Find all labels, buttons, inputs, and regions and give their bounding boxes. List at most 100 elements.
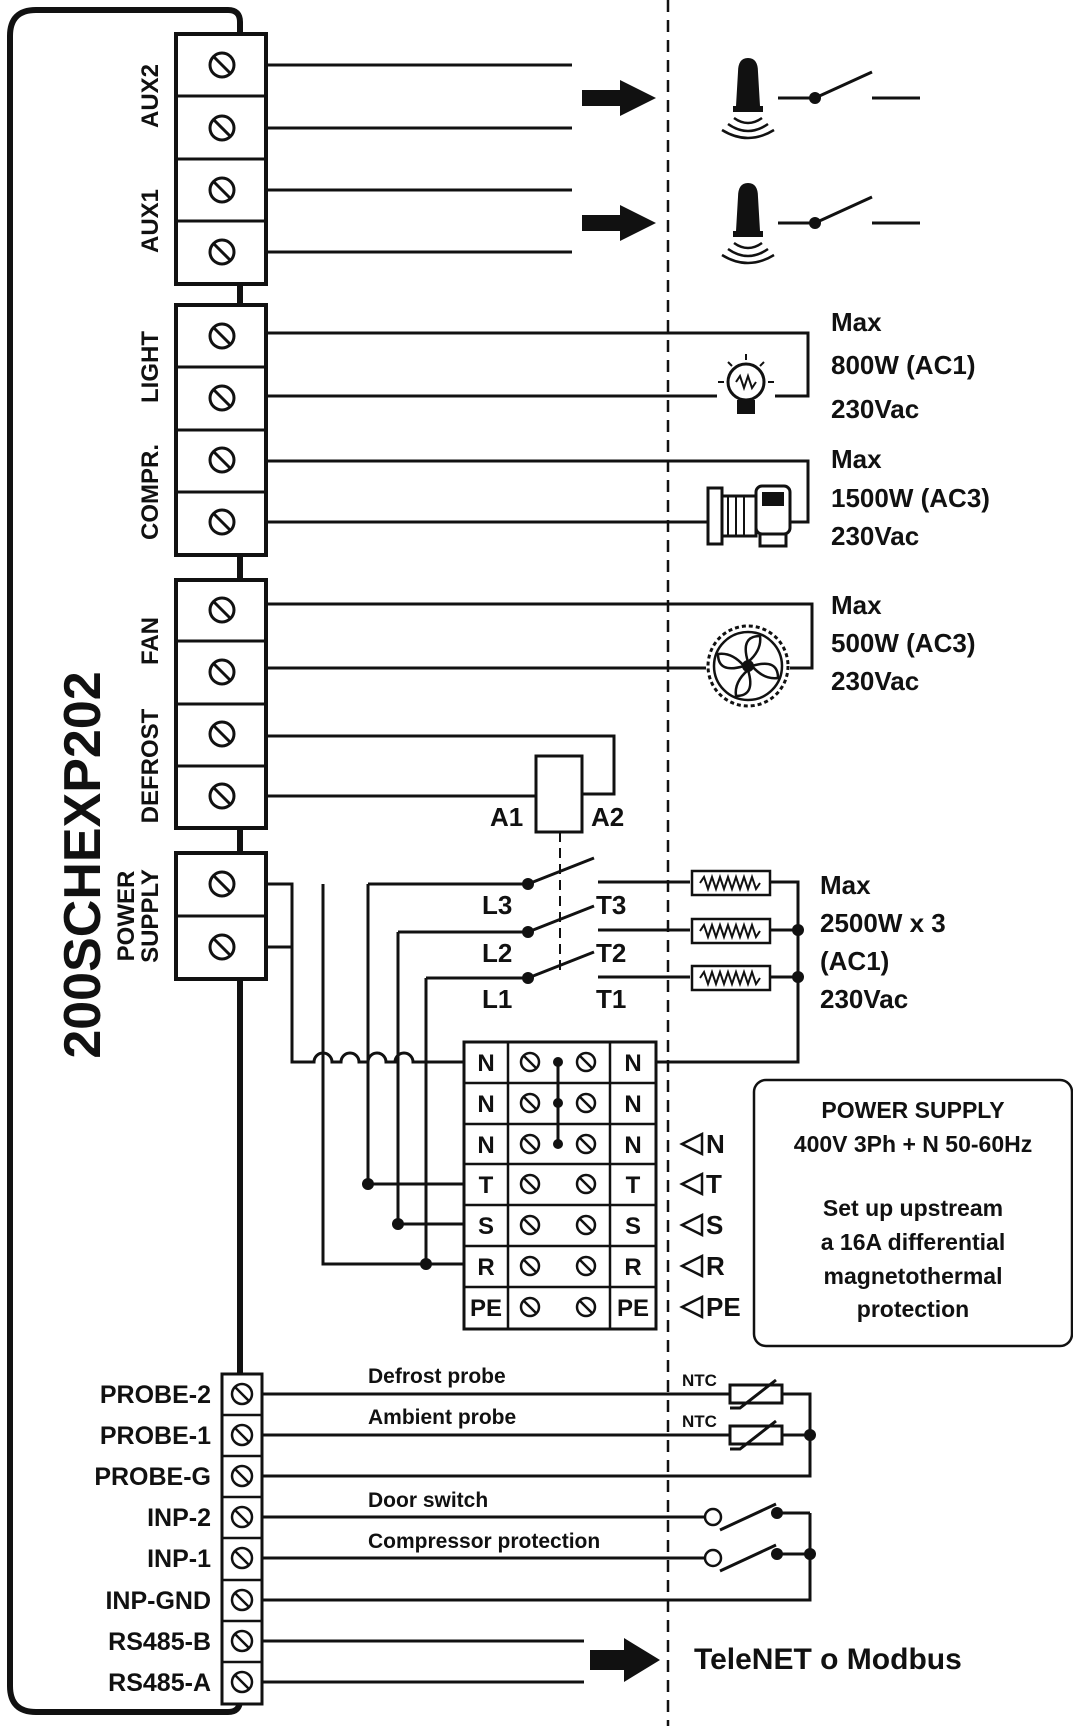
pole-l1-label: L1 bbox=[482, 984, 512, 1014]
heaters-max-label: Max bbox=[820, 870, 871, 900]
pole-t3-label: T3 bbox=[596, 890, 626, 920]
terminal-block-left-label: R bbox=[477, 1254, 494, 1281]
door-switch-label: Door switch bbox=[368, 1489, 488, 1512]
terminal-label-probe-g: PROBE-G bbox=[94, 1463, 211, 1491]
heaters-class-label: (AC1) bbox=[820, 946, 889, 976]
compr-label: COMPR. bbox=[137, 444, 164, 540]
arrow-icon bbox=[590, 1638, 660, 1682]
power-internal-wiring bbox=[266, 882, 528, 1270]
arrow-icon bbox=[582, 205, 656, 241]
terminal-group-power bbox=[174, 851, 268, 981]
fan-power-label: 500W (AC3) bbox=[831, 628, 975, 658]
input-label: R bbox=[706, 1251, 725, 1281]
input-label: N bbox=[706, 1129, 725, 1159]
aux1-switch-icon bbox=[778, 195, 920, 229]
heater-icon bbox=[654, 869, 804, 1064]
compressor-icon bbox=[706, 484, 792, 548]
terminal-block-left-label: N bbox=[477, 1091, 494, 1118]
defrost-probe-label: Defrost probe bbox=[368, 1365, 506, 1388]
defrost-label: DEFROST bbox=[137, 708, 164, 823]
terminal-block-right-label: PE bbox=[617, 1295, 649, 1322]
bus-label: TeleNET o Modbus bbox=[694, 1643, 962, 1676]
power-supply-label-2: SUPPLY bbox=[137, 869, 164, 963]
ntc-thermistor-icon bbox=[728, 1378, 784, 1410]
terminal-group-fan-defrost bbox=[174, 578, 268, 830]
light-bulb-icon bbox=[718, 354, 774, 414]
pole-t2-label: T2 bbox=[596, 938, 626, 968]
light-power-label: 800W (AC1) bbox=[831, 350, 975, 380]
power-terminal-block bbox=[462, 1040, 658, 1331]
compr-power-label: 1500W (AC3) bbox=[831, 483, 990, 513]
coil-a1-label: A1 bbox=[490, 802, 523, 832]
alarm-bell-icon bbox=[721, 183, 775, 265]
arrow-icon bbox=[582, 80, 656, 116]
terminal-label-inp-gnd: INP-GND bbox=[105, 1587, 211, 1615]
input-marker-icon bbox=[679, 1212, 704, 1238]
terminal-block-right-label: S bbox=[625, 1213, 641, 1240]
input-marker-icon bbox=[679, 1171, 704, 1197]
compr-max-label: Max bbox=[831, 444, 882, 474]
light-wiring bbox=[266, 331, 810, 398]
fan-max-label: Max bbox=[831, 590, 882, 620]
terminal-label-probe-2: PROBE-2 bbox=[100, 1381, 211, 1409]
terminal-group-light-compr bbox=[174, 303, 268, 557]
light-voltage-label: 230Vac bbox=[831, 394, 919, 424]
heaters-voltage-label: 230Vac bbox=[820, 984, 908, 1014]
terminal-block-left-label: N bbox=[477, 1132, 494, 1159]
aux1-label: AUX1 bbox=[137, 189, 164, 253]
compressor-wiring bbox=[266, 459, 810, 524]
ntc-label-1: NTC bbox=[682, 1371, 717, 1390]
ntc-thermistor-icon bbox=[728, 1419, 784, 1451]
input-label: S bbox=[706, 1210, 723, 1240]
terminal-label-inp-1: INP-1 bbox=[147, 1545, 211, 1573]
low-voltage-terminal-strip bbox=[220, 1372, 264, 1706]
aux2-switch-icon bbox=[778, 70, 920, 104]
aux-wiring bbox=[266, 63, 572, 254]
terminal-block-left-label: PE bbox=[470, 1295, 502, 1322]
terminal-block-left-label: N bbox=[477, 1050, 494, 1077]
terminal-block-right-label: T bbox=[626, 1172, 641, 1199]
input-wiring bbox=[262, 1502, 816, 1602]
power-note-line6: protection bbox=[857, 1296, 969, 1322]
input-marker-icon bbox=[679, 1294, 704, 1320]
power-note-line3: Set up upstream bbox=[823, 1195, 1003, 1221]
terminal-block-left-label: S bbox=[478, 1213, 494, 1240]
pole-l3-label: L3 bbox=[482, 890, 512, 920]
ambient-probe-label: Ambient probe bbox=[368, 1406, 516, 1429]
model-label: 200SCHEXP202 bbox=[54, 671, 112, 1058]
pole-t1-label: T1 bbox=[596, 984, 626, 1014]
terminal-block-right-label: N bbox=[624, 1132, 641, 1159]
power-note-line5: magnetothermal bbox=[824, 1263, 1003, 1289]
coil-a2-label: A2 bbox=[591, 802, 624, 832]
terminal-label-inp-2: INP-2 bbox=[147, 1504, 211, 1532]
contactor-coil bbox=[266, 734, 616, 970]
ntc-label-2: NTC bbox=[682, 1412, 717, 1431]
compr-voltage-label: 230Vac bbox=[831, 521, 919, 551]
power-note-box bbox=[752, 1078, 1073, 1348]
terminal-label-probe-1: PROBE-1 bbox=[100, 1422, 211, 1450]
light-max-label: Max bbox=[831, 307, 882, 337]
input-label: T bbox=[706, 1169, 722, 1199]
terminal-label-rs485-a: RS485-A bbox=[108, 1669, 211, 1697]
input-label: PE bbox=[706, 1292, 741, 1322]
fan-voltage-label: 230Vac bbox=[831, 666, 919, 696]
input-marker-icon bbox=[679, 1253, 704, 1279]
alarm-bell-icon bbox=[721, 58, 775, 140]
terminal-block-right-label: N bbox=[624, 1050, 641, 1077]
contactor-poles bbox=[522, 856, 690, 984]
heaters-power-label: 2500W x 3 bbox=[820, 908, 946, 938]
power-note-line4: a 16A differential bbox=[821, 1229, 1005, 1255]
terminal-label-rs485-b: RS485-B bbox=[108, 1628, 211, 1656]
power-note-title: POWER SUPPLY bbox=[821, 1097, 1004, 1123]
compressor-protection-label: Compressor protection bbox=[368, 1530, 600, 1553]
fan-label: FAN bbox=[137, 617, 164, 665]
aux2-label: AUX2 bbox=[137, 64, 164, 128]
pole-l2-label: L2 bbox=[482, 938, 512, 968]
power-note-spec: 400V 3Ph + N 50-60Hz bbox=[794, 1131, 1032, 1157]
fan-wiring bbox=[266, 602, 814, 670]
fan-icon bbox=[706, 624, 790, 708]
input-marker-icon bbox=[679, 1131, 704, 1157]
light-label: LIGHT bbox=[137, 331, 164, 403]
terminal-block-right-label: R bbox=[624, 1254, 641, 1281]
